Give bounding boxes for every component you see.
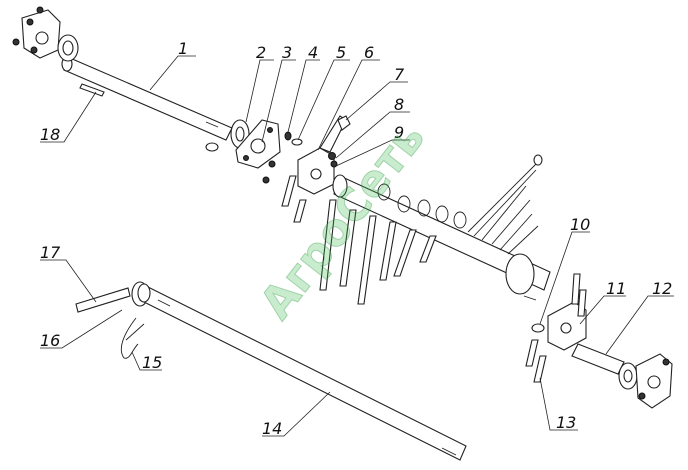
callout-14: 14: [262, 419, 282, 438]
callout-6: 6: [364, 43, 374, 62]
part-13-bolts: [525, 339, 547, 383]
callout-10: 10: [570, 215, 590, 234]
callout-numbers: 1 2 3 4 5 6 7 8 9 10 11 12 13 14 15 16 1…: [40, 39, 672, 438]
part-8-9-nuts: [328, 152, 338, 168]
callout-3: 3: [282, 43, 292, 62]
part-2-bearing: [205, 119, 250, 152]
callout-18: 18: [40, 125, 60, 144]
callout-11: 11: [606, 279, 626, 298]
callout-1: 1: [178, 39, 188, 58]
callout-13: 13: [556, 413, 576, 432]
part-1-upper-shaft: [61, 56, 233, 141]
part-3-flange: [235, 119, 281, 184]
part-15-r-clip: [120, 317, 145, 359]
part-18-pin: [79, 83, 105, 97]
callout-leaders: [40, 55, 674, 437]
part-10-washer: [531, 323, 545, 333]
callout-17: 17: [40, 243, 61, 262]
part-11-bracket: [547, 273, 587, 351]
part-4-5-washers: [284, 131, 303, 146]
callout-15: 15: [142, 353, 162, 372]
callout-8: 8: [394, 95, 404, 114]
callout-7: 7: [394, 65, 405, 84]
callout-2: 2: [256, 43, 266, 62]
part-17-pin: [75, 287, 131, 313]
part-6-bracket: [297, 115, 347, 195]
callout-4: 4: [308, 43, 318, 62]
right-bearing-housing: [635, 353, 673, 409]
tine-bar-assembly: [319, 154, 551, 305]
callout-12: 12: [652, 279, 672, 298]
callout-9: 9: [394, 123, 404, 142]
callout-16: 16: [40, 331, 60, 350]
part-14-lower-bar: [137, 283, 467, 461]
part-12-shaft: [571, 343, 638, 390]
upper-bolts: [281, 175, 307, 223]
callout-5: 5: [336, 43, 346, 62]
left-bearing-housing: [12, 6, 79, 62]
